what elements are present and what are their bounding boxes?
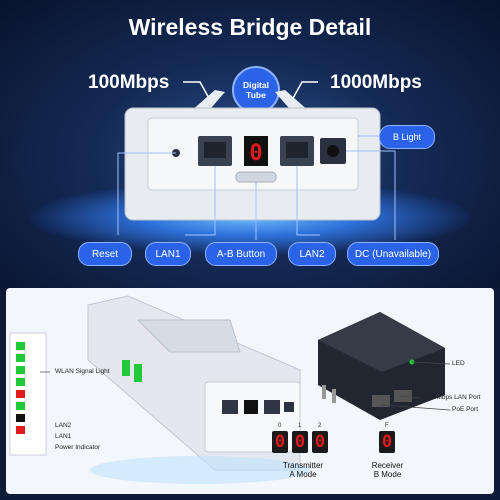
dc-jack-icon	[320, 138, 346, 164]
adapter-led-label: LED	[452, 360, 465, 367]
top-panel: Wireless Bridge Detail 100Mbps 1000Mbps …	[0, 0, 500, 288]
reset-label: Reset	[78, 242, 132, 266]
digit-number-0: 0	[278, 423, 282, 429]
lan2-label: LAN2	[288, 242, 336, 266]
transmitter-mode-label: Transmitter A Mode	[282, 461, 324, 479]
transmitter-digit-2: 0	[312, 431, 328, 453]
tube-digit: 0	[249, 141, 262, 166]
transmitter-digit-1: 0	[292, 431, 308, 453]
speed-100-label: 100Mbps	[88, 72, 170, 93]
digital-tube-line2: Tube	[246, 90, 266, 100]
rj45-port-icon	[280, 136, 314, 166]
power-plug-icon	[322, 385, 336, 403]
lan2-indicator-label: LAN2	[55, 422, 72, 429]
power-indicator-label: Power Indicator	[55, 444, 101, 451]
digit-number-1: 1	[298, 423, 302, 429]
receiver-digit: 0	[379, 431, 395, 453]
dc-label: DC (Unavailable)	[347, 242, 439, 266]
speed-1000-label: 1000Mbps	[330, 72, 422, 93]
led-indicator-column	[16, 342, 36, 438]
digital-tube-line1: Digital	[243, 80, 269, 90]
poe-adapter-icon	[318, 312, 445, 420]
bridge-device-perspective	[87, 295, 301, 471]
wlan-signal-label: WLAN Signal Light	[55, 368, 110, 375]
transmitter-digit-0: 0	[272, 431, 288, 453]
digit-number-2: 2	[318, 423, 322, 429]
b-light-label: B Light	[379, 125, 435, 149]
rj45-port-icon	[198, 136, 232, 166]
receiver-mode-label: Receiver B Mode	[371, 461, 404, 479]
digit-number-f: F	[385, 423, 389, 429]
lan1-label: LAN1	[145, 242, 191, 266]
bridge-device-illustration: 0	[117, 81, 396, 240]
lan1-indicator-label: LAN1	[55, 433, 72, 440]
digital-tube-badge: Digital Tube	[232, 66, 280, 114]
page-title: Wireless Bridge Detail	[128, 14, 372, 40]
adapter-poe-port-label: PoE Port	[452, 406, 479, 413]
ab-button-label: A-B Button	[205, 242, 277, 266]
adapter-lan-port-label: 1000Mbps LAN Port	[422, 394, 481, 401]
